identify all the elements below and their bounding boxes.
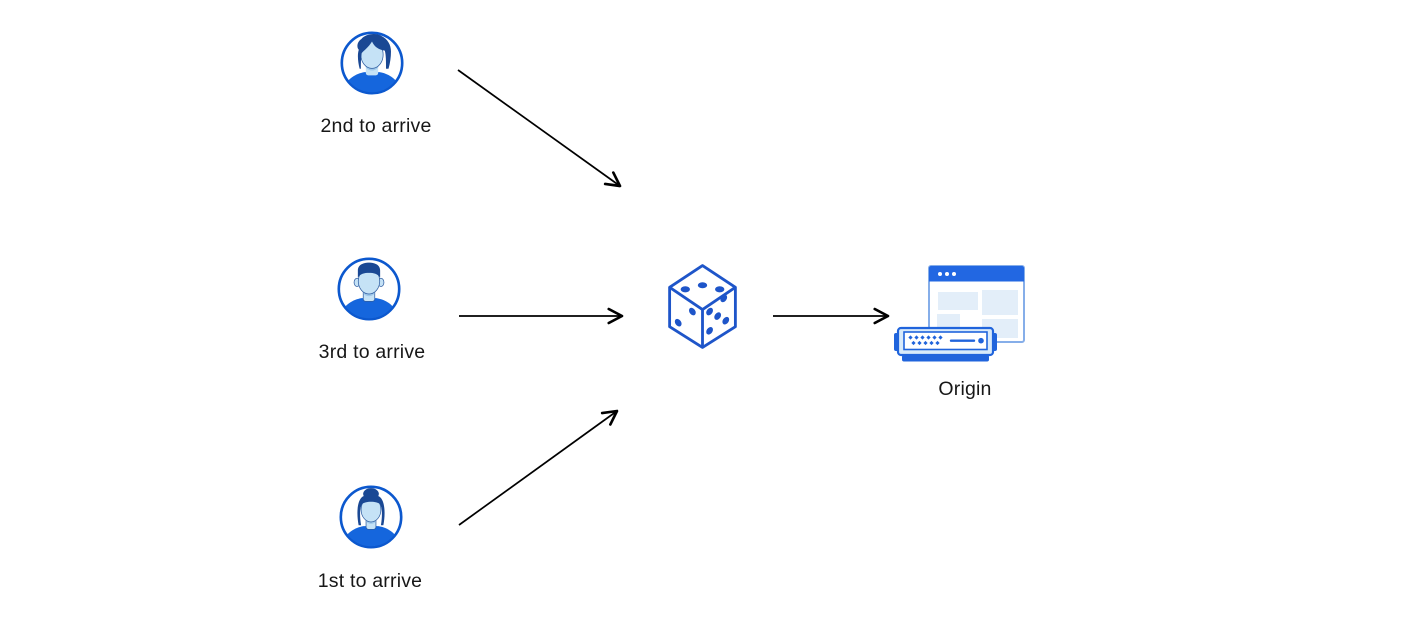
user-first-label: 1st to arrive [317,570,423,592]
dice-node [668,264,737,349]
male-avatar-icon [340,31,404,95]
browser-window-icon [928,265,1025,343]
user-node-second [339,30,405,96]
arrow-user1-to-dice [458,409,619,526]
origin-node [894,263,1029,365]
origin-label: Origin [938,378,992,400]
user-second-label: 2nd to arrive [320,115,432,137]
server-icon [894,326,997,362]
user-node-first [338,484,404,550]
arrow-user2-to-dice [457,69,622,188]
user-node-third [336,256,402,322]
dice-icon [668,264,737,349]
female-avatar-icon [339,485,403,549]
user-third-label: 3rd to arrive [318,341,426,363]
male-avatar-flattop-icon [337,257,401,321]
